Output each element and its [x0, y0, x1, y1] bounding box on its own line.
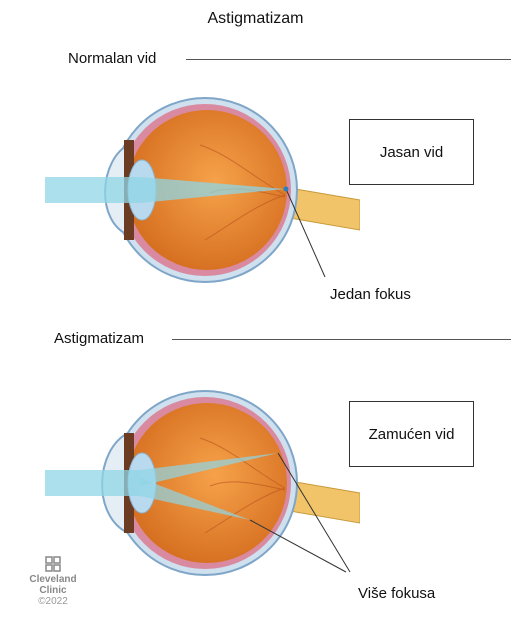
vision-result-box-astigmatism: Zamućen vid: [349, 401, 474, 467]
focus-point: [284, 187, 289, 192]
section-divider-astigmatism: [172, 339, 511, 340]
copyright-year: ©2022: [28, 596, 78, 608]
diagram-title: Astigmatizam: [0, 10, 511, 28]
section-label-astigmatism: Astigmatizam: [54, 330, 150, 347]
logo-line-1: Cleveland: [28, 574, 78, 585]
annotation-single-focus: Jedan fokus: [330, 286, 411, 303]
cleveland-clinic-cross-icon: [45, 556, 61, 572]
vision-result-box-normal: Jasan vid: [349, 119, 474, 185]
cleveland-clinic-logo: Cleveland Clinic ©2022: [28, 556, 78, 608]
normal-eye-illustration: [0, 85, 360, 295]
section-label-normal: Normalan vid: [68, 50, 162, 67]
annotation-multiple-foci: Više fokusa: [358, 585, 435, 602]
section-divider-normal: [186, 59, 511, 60]
light-beam-incoming: [45, 470, 140, 496]
logo-line-2: Clinic: [28, 585, 78, 596]
